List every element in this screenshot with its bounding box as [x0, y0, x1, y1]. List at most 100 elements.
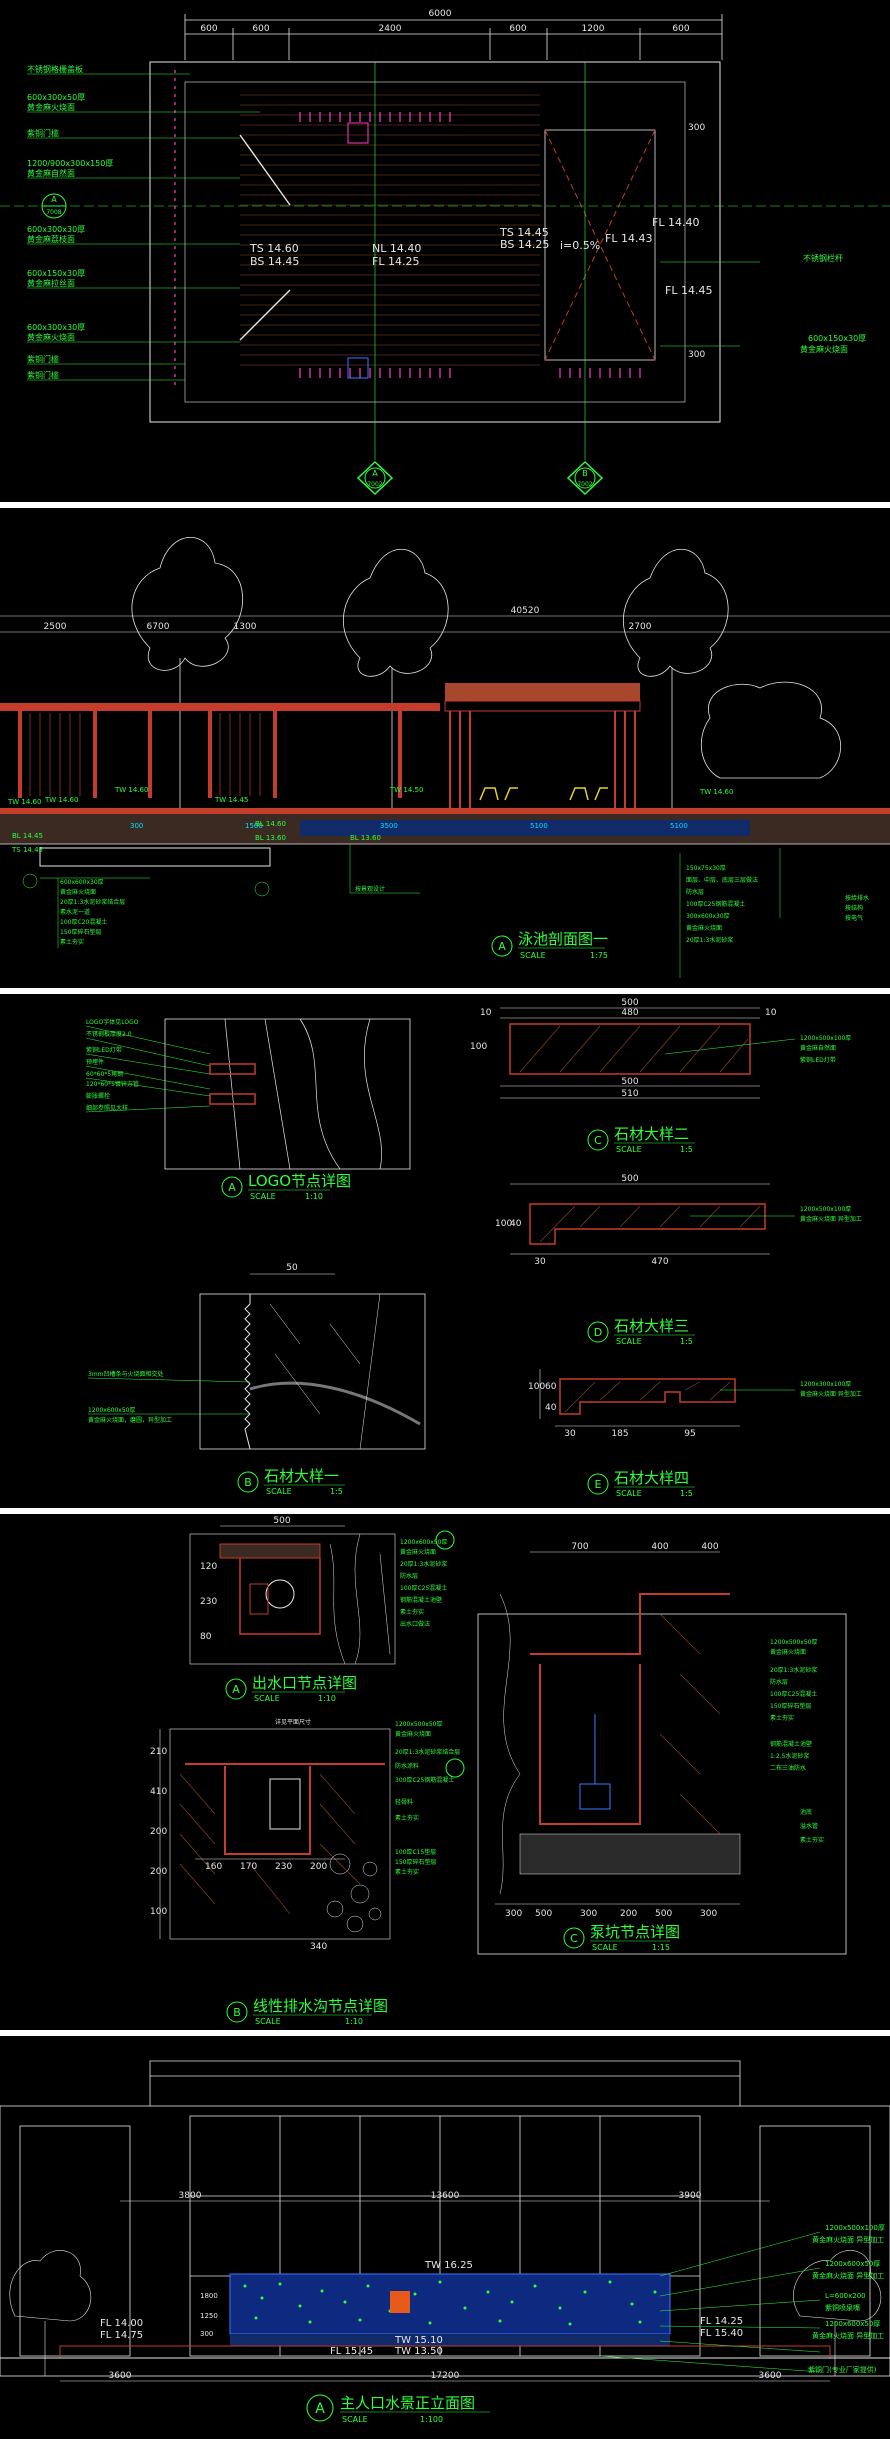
rock-edge [249, 1381, 421, 1426]
pool-water [300, 820, 750, 836]
note: 600x150x30厚 [27, 269, 85, 278]
dim-label: 300 [130, 822, 143, 830]
level-label: TW 14.50 [389, 786, 423, 794]
outlet-title-block: A 出水口节点详图 SCALE 1:10 [225, 1674, 357, 1703]
dim-label: 300 [688, 123, 705, 133]
scale-label: SCALE [250, 1192, 276, 1201]
note: 1200x500x100厚 [800, 1206, 851, 1213]
title-letter: B [233, 2006, 241, 2019]
dim-label: 300 [688, 350, 705, 360]
logo-title-block: A LOGO节点详图 SCALE 1:10 [221, 1172, 351, 1201]
note: 1200x300x100厚 [800, 1381, 851, 1388]
note: 120*60*5镀锌方管 [86, 1080, 139, 1088]
dim-label: 3600 [759, 2371, 782, 2381]
level-label: BL 14.45 [12, 832, 43, 840]
dim-label: 50 [286, 1263, 298, 1273]
scale-value: 1:5 [680, 1489, 693, 1498]
dim-label: 410 [150, 1787, 167, 1797]
note: 紫铜门槛 [27, 370, 59, 380]
leader-line [87, 1377, 251, 1383]
pergola [0, 703, 440, 798]
level-label: TW 15.10 [394, 2335, 443, 2346]
outlet-notes: 1200x600x50厚 黄金麻火烧面 20厚1:3水泥砂浆 防水层 100厚C… [400, 1539, 447, 1628]
sheet-separator [0, 502, 890, 508]
level-label: i=0.5% [560, 239, 600, 252]
level-label: TW 14.60 [114, 786, 148, 794]
section-notes-left: 600x600x30厚 黄金麻火烧面 20厚1:3水泥砂浆结合层 素水泥一道 1… [60, 879, 125, 946]
dim-label: 120 [200, 1562, 217, 1572]
section-title-block: A 泳池剖面图一 SCALE 1:75 [491, 930, 608, 960]
dim-label: 400 [651, 1542, 668, 1552]
note: 1200x600x50厚 [88, 1407, 135, 1414]
note: 钢筋混凝土池壁 [400, 1596, 442, 1604]
scale-label: SCALE [255, 2017, 281, 2026]
deck-line [0, 808, 890, 814]
level-label: FL 14.43 [605, 232, 652, 245]
pool-section-drawing: 40520 2500 6700 1300 2700 300 [0, 537, 890, 978]
dim-label: 700 [571, 1542, 588, 1552]
stone4-title-block: E 石材大样四 SCALE 1:5 [587, 1469, 695, 1498]
dim-label: 3500 [380, 822, 398, 830]
elevation-leaders [599, 2231, 821, 2373]
note: 1200x500x100厚 [800, 1035, 851, 1042]
section-notes-right: 150x75x30厚 面层、中层、底层三层做法 防水层 100厚C25钢筋混凝土… [686, 865, 869, 944]
note: 黄金麻火烧面 [27, 102, 75, 112]
dim-label: 200 [150, 1827, 167, 1837]
note: 黄金麻火烧面 异型加工 [812, 2331, 884, 2340]
stone1-notes: 3mm凹槽条与火烧面相交处 1200x600x50厚 黄金麻火烧面，磨圆，异型加… [88, 1370, 172, 1424]
note: 紫铜LED灯带 [86, 1046, 122, 1054]
tree-silhouettes [131, 537, 842, 808]
note: 黄金麻火烧面 [800, 344, 848, 354]
note: 池底 [800, 1808, 812, 1816]
note: 1200x600x50厚 [400, 1539, 447, 1546]
level-label: TW 14.60 [699, 788, 733, 796]
note: 20厚1:3水泥砂浆 [770, 1666, 817, 1674]
level-label: FL 14.40 [652, 216, 699, 229]
dim-label: 500 [655, 1909, 672, 1919]
plan-drawing-panel: 6000 600 600 2400 600 1200 600 [0, 0, 890, 502]
dim-label: 200 [150, 1867, 167, 1877]
note: 素土夯实 [395, 1868, 419, 1876]
note: 面层、中层、底层三层做法 [686, 876, 758, 884]
section-dims: 300 1500 5100 3500 5100 [130, 822, 688, 830]
marker-sheet: 7008 [46, 209, 61, 216]
stone2-title-block: C 石材大样二 SCALE 1:5 [587, 1125, 695, 1154]
note: 600x150x30厚 [808, 334, 866, 343]
logo-leaders [85, 1025, 211, 1113]
level-label: TW 14.60 [7, 798, 41, 806]
section-marker-left: A 7008 [41, 193, 67, 219]
detail-title: LOGO节点详图 [248, 1172, 351, 1190]
scale-label: SCALE [616, 1489, 642, 1498]
note: 轻骨料 [395, 1798, 413, 1806]
deck-paving [240, 94, 540, 366]
dim-label: 17200 [431, 2371, 460, 2381]
stone1-frame [199, 1293, 426, 1450]
drain-notes: 1200x500x50厚 黄金麻火烧面 20厚1:3水泥砂浆结合层 防水涂料 3… [395, 1721, 460, 1876]
note: 100厚C20混凝土 [60, 918, 107, 926]
scale-value: 1:100 [420, 2415, 443, 2424]
entrance-elevation-panel: 3800 13600 3900 TW 16.25 FL 14.00 FL 14.… [0, 2036, 890, 2439]
foundation [39, 847, 271, 867]
note: 100厚C15垫层 [395, 1848, 436, 1856]
detail-title: 石材大样三 [614, 1317, 689, 1335]
dim-label: 500 [621, 998, 638, 1008]
scale-value: 1:75 [590, 951, 608, 960]
note: 不锈钢格栅盖板 [27, 64, 83, 74]
water-details-panel: 500 120 230 80 1200x600x50厚 黄金麻火烧面 20厚1:… [0, 1514, 890, 2030]
dim-label: 500 [535, 1909, 552, 1919]
scale-label: SCALE [266, 1487, 292, 1496]
marker-letter: A [51, 195, 57, 204]
dim-label: 100 [470, 1042, 487, 1052]
dim-label: 300 [580, 1909, 597, 1919]
light-fixture [347, 122, 369, 144]
dim-label: 600 [509, 24, 526, 34]
note: 黄金麻火烧面 异型加工 [800, 1390, 862, 1398]
level-label: TS 14.45 [499, 226, 549, 239]
pump-pit-title-block: C 泵坑节点详图 SCALE 1:15 [563, 1923, 680, 1952]
note: 黄金麻火烧面 [60, 888, 96, 896]
section-leaders [22, 844, 781, 978]
note: 膨胀螺栓 [86, 1092, 110, 1100]
level-label: TW 14.60 [44, 796, 78, 804]
logo-bracket [209, 1063, 256, 1075]
elevation-left-dims: 1800 1250 300 [200, 2292, 218, 2338]
